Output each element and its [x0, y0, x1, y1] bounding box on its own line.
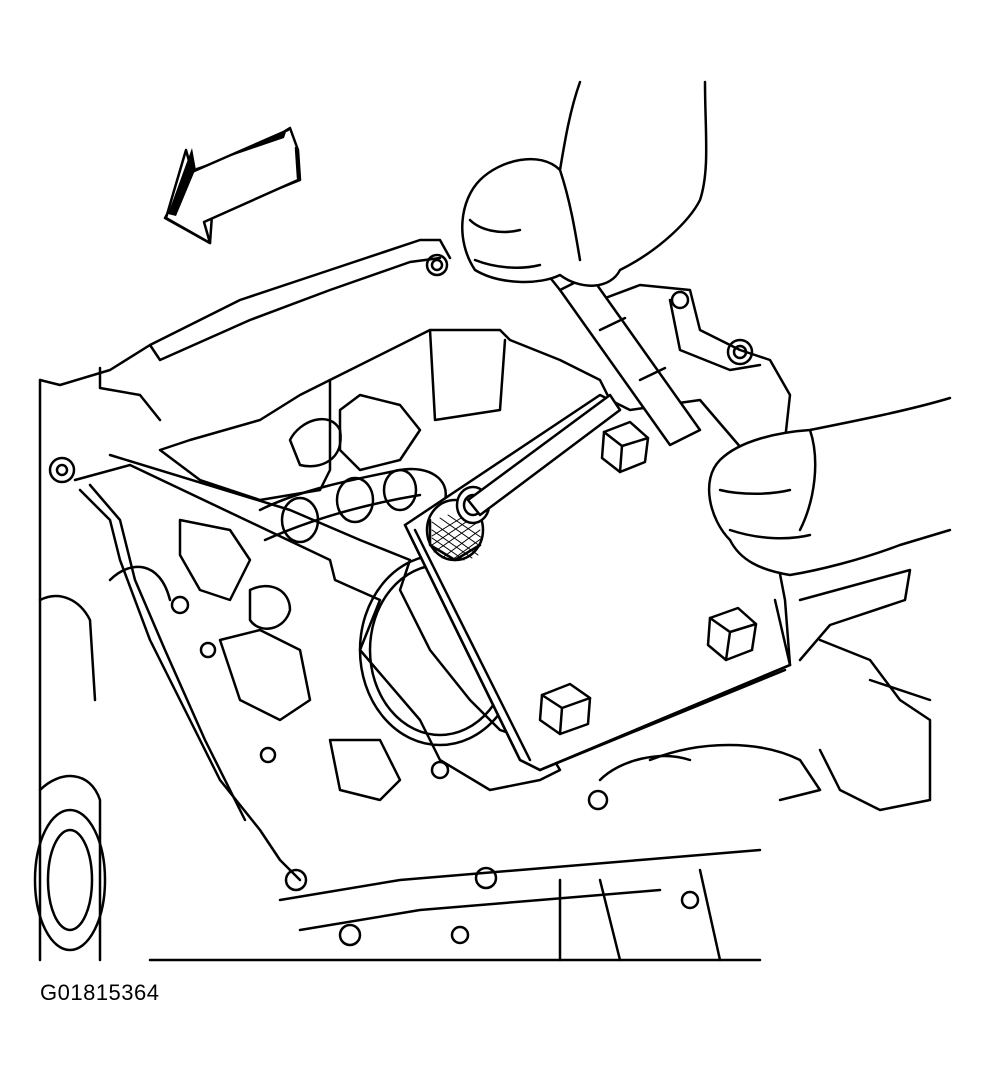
tool-bolt — [538, 682, 592, 736]
tool-bolt — [600, 420, 650, 474]
front-direction-arrow-icon — [163, 126, 302, 245]
tool-bolt — [706, 606, 758, 662]
right-hand — [707, 396, 952, 577]
wrench-extension-bar — [466, 260, 702, 517]
figure-id-label: G01815364 — [40, 980, 160, 1005]
left-hand — [461, 80, 708, 287]
engine-block-illustration — [33, 80, 952, 962]
